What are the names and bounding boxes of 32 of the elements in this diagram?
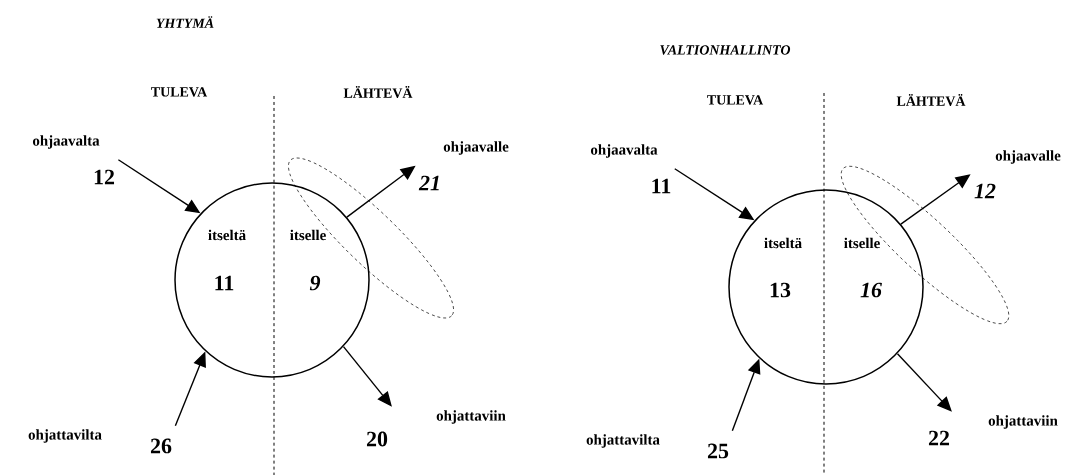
count-number: 12 [94, 169, 115, 185]
count-number: 12 [974, 183, 996, 199]
flow-label: ohjattaviin [988, 415, 1058, 429]
count-number: 20 [366, 431, 388, 447]
count-number: 26 [150, 438, 172, 454]
column-heading: LÄHTEVÄ [343, 86, 413, 98]
flow-label: ohjaavalta [32, 135, 100, 149]
arrow [896, 352, 952, 412]
count-number: 11 [652, 178, 671, 194]
flow-label: itseltä [764, 237, 802, 249]
flow-label: itseltä [208, 229, 246, 241]
count-number: 25 [707, 443, 729, 459]
flow-label: ohjaavalle [995, 150, 1061, 164]
flow-label: ohjattaviin [436, 410, 506, 424]
count-number: 9 [309, 275, 321, 291]
flow-label: ohjattavilta [586, 434, 660, 448]
panel-title: VALTIONHALLINTO [660, 45, 791, 55]
count-number: 11 [215, 275, 234, 291]
flow-label: itselle [290, 229, 326, 241]
count-number: 16 [860, 282, 882, 298]
flow-label: ohjaavalle [443, 141, 509, 155]
count-number: 13 [770, 282, 791, 298]
column-heading: LÄHTEVÄ [896, 94, 966, 106]
arrow [342, 345, 392, 407]
count-number: 22 [928, 430, 949, 446]
column-heading: TULEVA [707, 95, 764, 105]
flow-label: ohjaavalta [590, 144, 658, 158]
panel-title: YHTYMÄ [156, 16, 214, 28]
flow-label: itselle [844, 237, 880, 249]
flow-label: ohjattavilta [28, 429, 102, 443]
column-heading: TULEVA [151, 87, 208, 97]
count-number: 21 [418, 175, 439, 191]
